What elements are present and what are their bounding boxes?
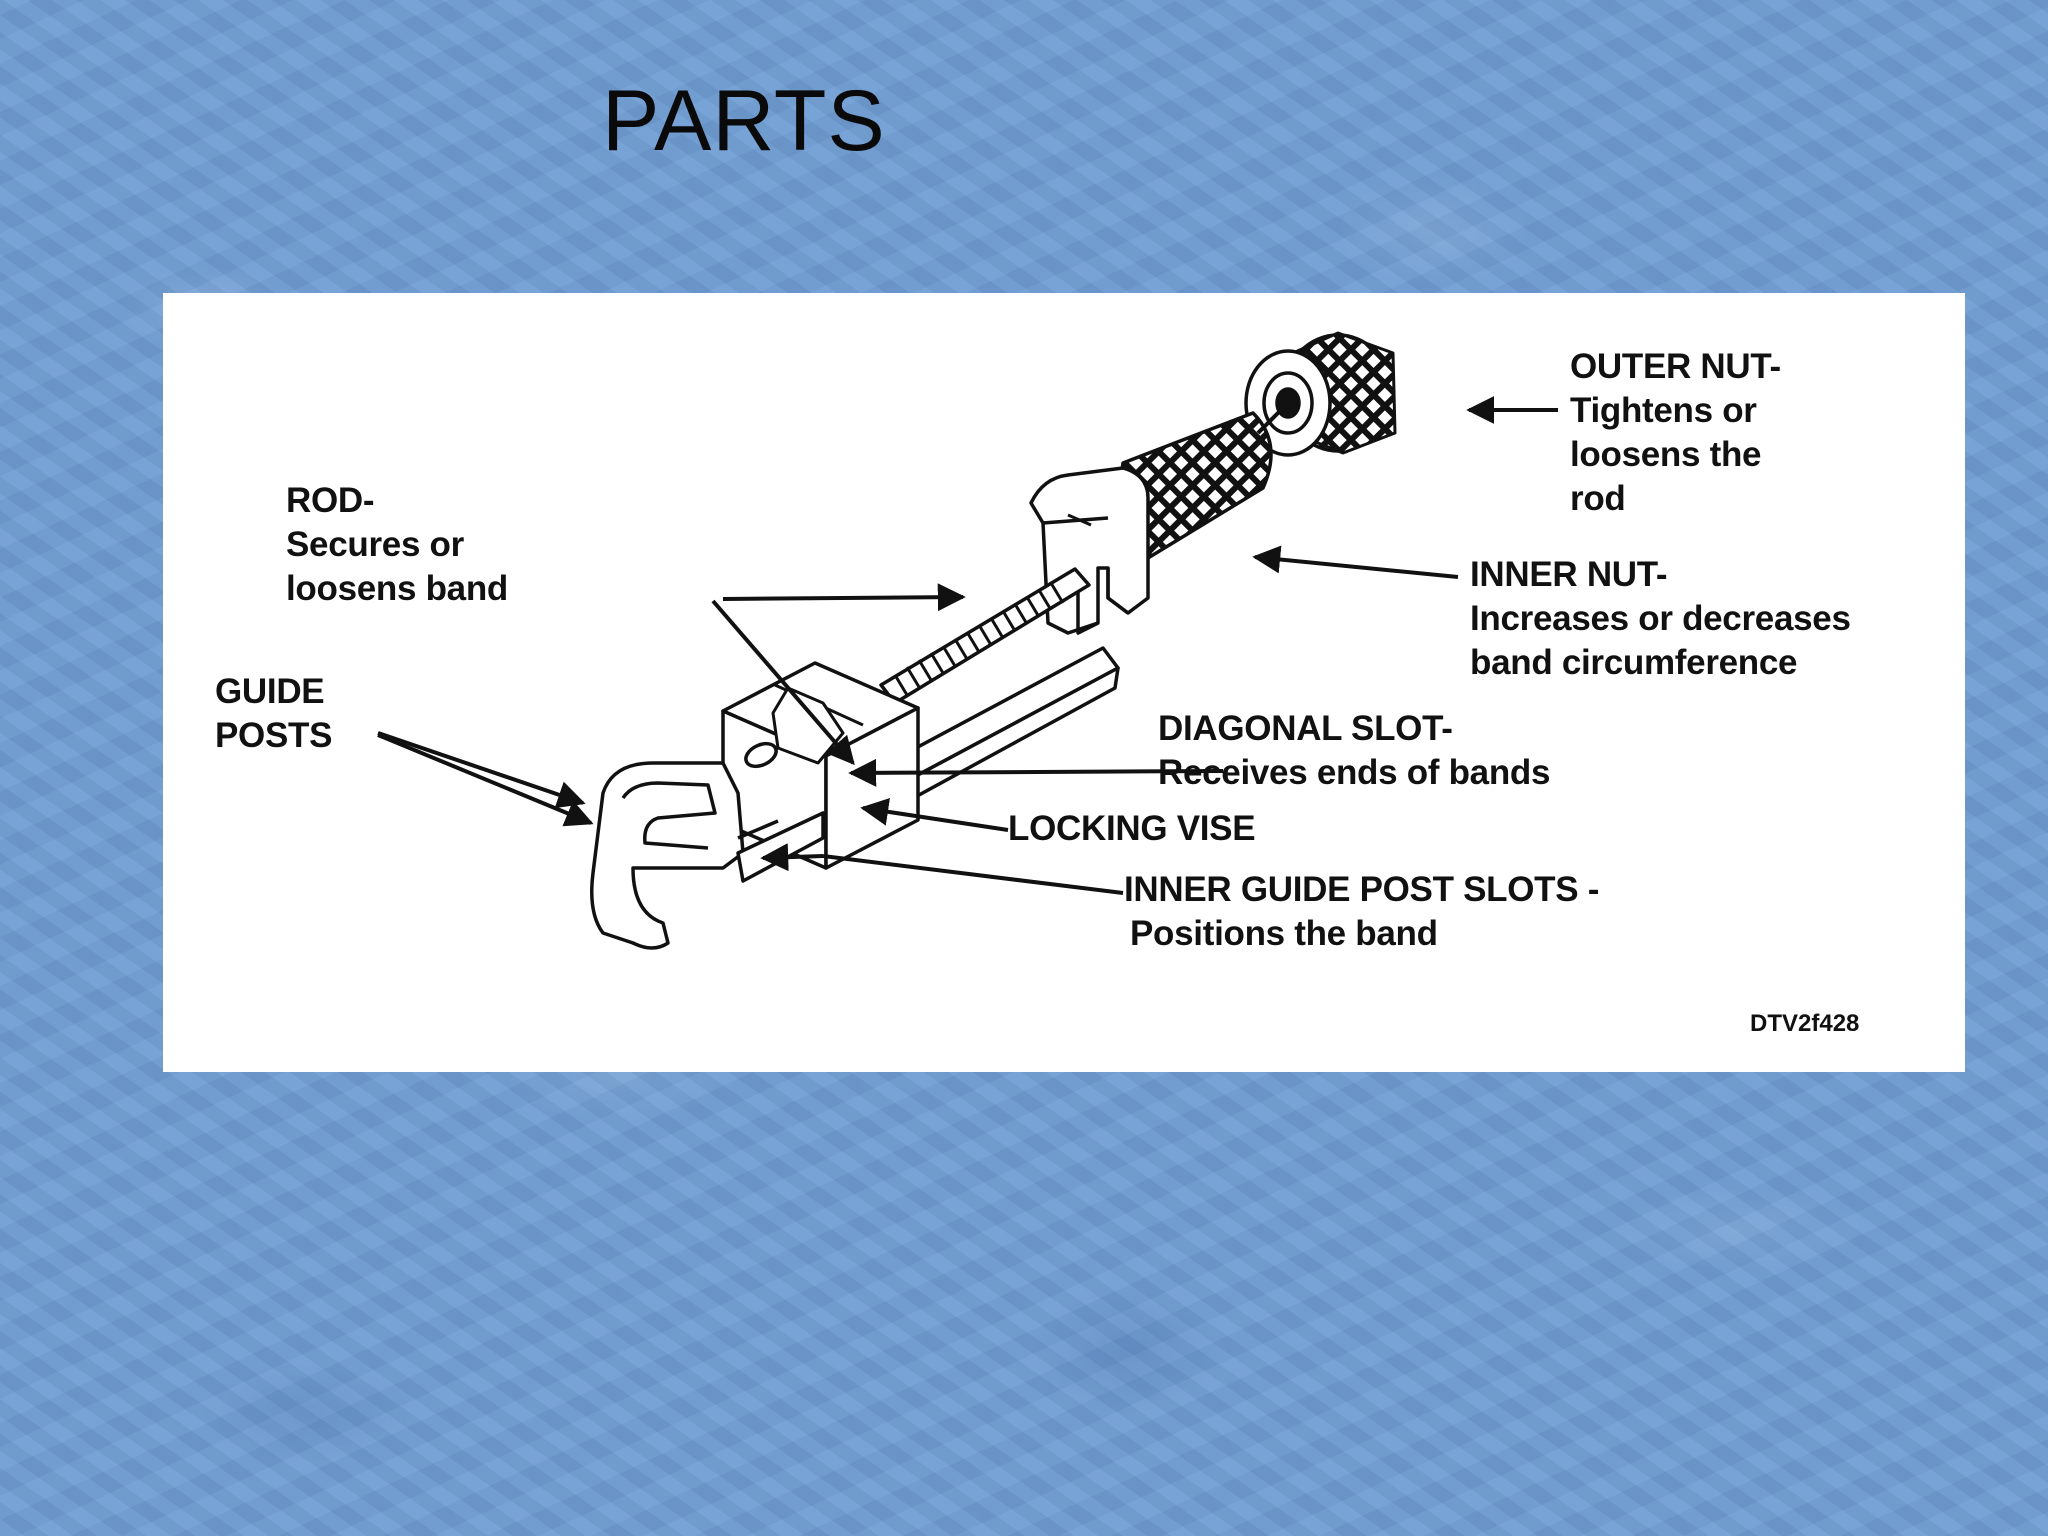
locking-vise-label: LOCKING VISE xyxy=(1008,809,1256,848)
inner-guide-post-slots-label: INNER GUIDE POST SLOTS - Positions the b… xyxy=(1124,870,1600,953)
inner-nut-label: INNER NUT- Increases or decreases band c… xyxy=(1470,555,1851,682)
band-tool-diagram: OUTER NUT- Tightens or loosens the rod R… xyxy=(163,293,1965,1072)
outer-nut-label: OUTER NUT- Tightens or loosens the rod xyxy=(1570,347,1781,518)
rod-shape xyxy=(879,567,1091,705)
slide-title: PARTS xyxy=(602,73,886,169)
leader-lines xyxy=(377,396,1558,895)
outer-nut-shape xyxy=(1244,331,1397,457)
tool-illustration xyxy=(377,331,1558,950)
diagonal-slot-label: DIAGONAL SLOT- Receives ends of bands xyxy=(1158,709,1551,792)
figure-code: DTV2f428 xyxy=(1750,1010,1860,1037)
guide-posts-label: GUIDE POSTS xyxy=(215,672,333,755)
rod-label: ROD- Secures or loosens band xyxy=(286,481,508,608)
locking-vise-shape xyxy=(721,661,920,870)
